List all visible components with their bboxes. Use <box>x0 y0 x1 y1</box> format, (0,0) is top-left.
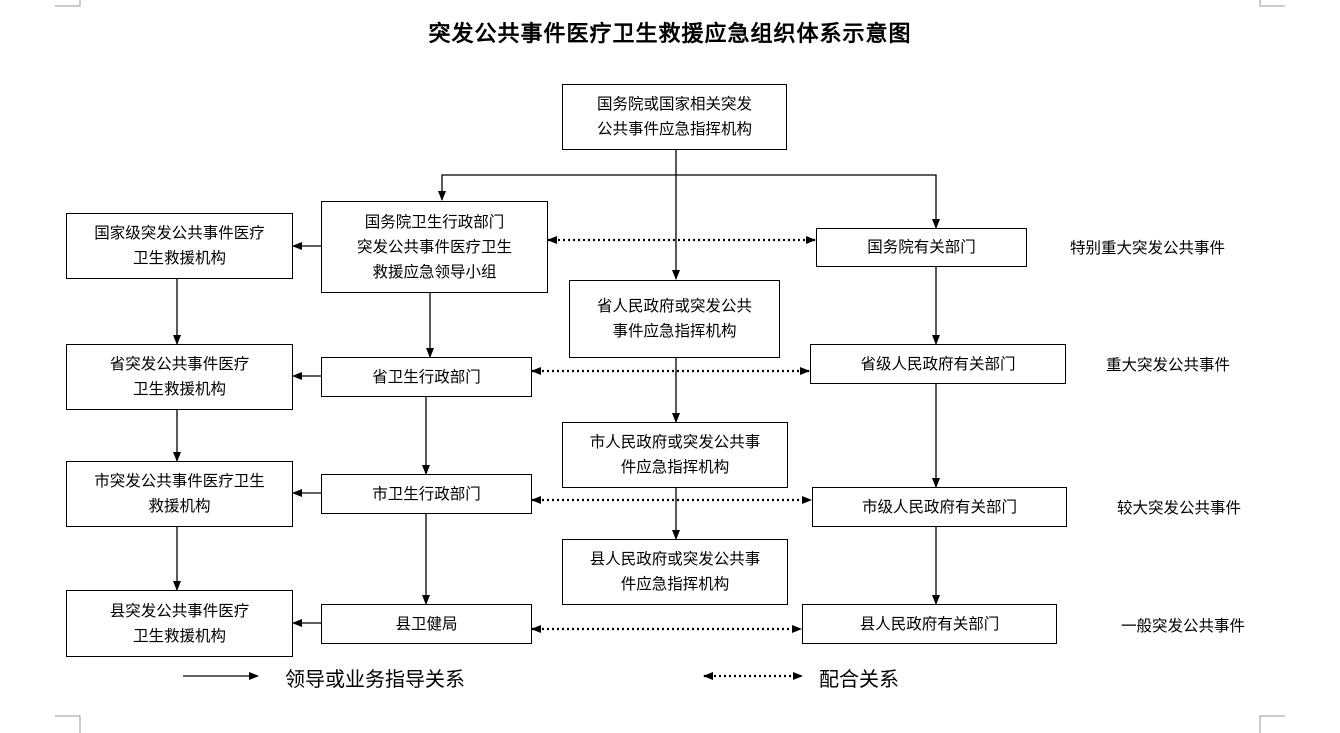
node-city-gov: 市人民政府或突发公共事 件应急指挥机构 <box>562 422 788 488</box>
node-national-rescue: 国家级突发公共事件医疗 卫生救援机构 <box>66 213 293 279</box>
node-province-health: 省卫生行政部门 <box>321 357 532 397</box>
node-county-gov: 县人民政府或突发公共事 件应急指挥机构 <box>562 539 788 605</box>
corner-mark-tr <box>1259 0 1285 7</box>
level-label-extraordinary: 特别重大突发公共事件 <box>1070 239 1226 257</box>
corner-mark-br <box>1259 715 1285 733</box>
node-county-health: 县卫健局 <box>321 604 532 644</box>
arrow-top-to-state-depts <box>676 174 940 229</box>
arrow-top-to-moh <box>438 174 676 201</box>
node-state-council-depts: 国务院有关部门 <box>816 228 1027 267</box>
node-province-gov: 省人民政府或突发公共 事件应急指挥机构 <box>569 280 780 358</box>
level-label-general: 一般突发公共事件 <box>1121 617 1246 635</box>
node-state-command: 国务院或国家相关突发 公共事件应急指挥机构 <box>562 84 787 150</box>
diagram-title: 突发公共事件医疗卫生救援应急组织体系示意图 <box>428 22 912 47</box>
node-city-rescue: 市突发公共事件医疗卫生 救援机构 <box>66 461 293 527</box>
node-moh-leading-group: 国务院卫生行政部门 突发公共事件医疗卫生 救援应急领导小组 <box>321 201 548 293</box>
node-county-rescue: 县突发公共事件医疗 卫生救援机构 <box>66 590 293 657</box>
level-label-large: 较大突发公共事件 <box>1117 499 1242 517</box>
node-city-health: 市卫生行政部门 <box>321 474 532 514</box>
corner-mark-bl <box>55 715 81 733</box>
level-label-major: 重大突发公共事件 <box>1106 356 1231 374</box>
node-city-depts: 市级人民政府有关部门 <box>812 487 1067 527</box>
legend-dotted-label: 配合关系 <box>819 667 899 691</box>
corner-mark-tl <box>55 0 81 7</box>
node-province-rescue: 省突发公共事件医疗 卫生救援机构 <box>66 344 293 410</box>
node-province-depts: 省级人民政府有关部门 <box>810 344 1066 384</box>
node-county-depts: 县人民政府有关部门 <box>802 604 1057 644</box>
legend-solid-label: 领导或业务指导关系 <box>285 667 465 691</box>
